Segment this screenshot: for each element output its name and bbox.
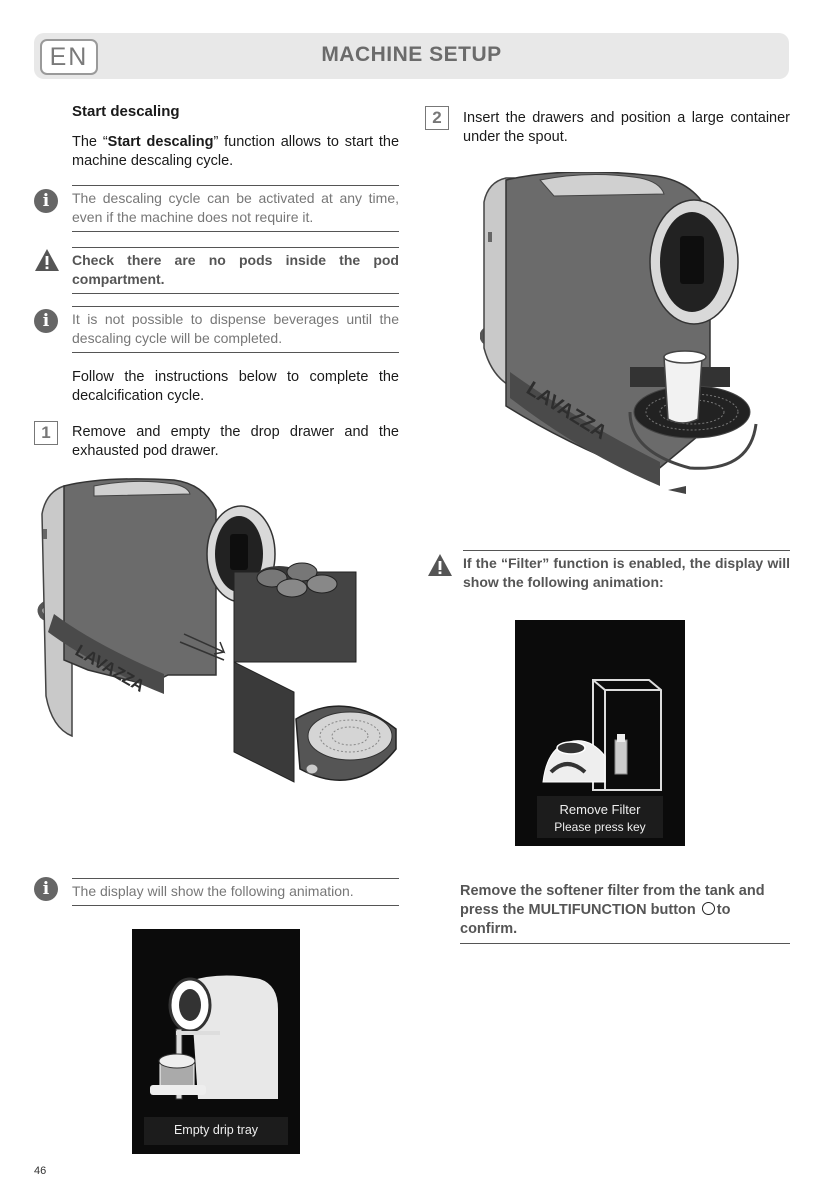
intro-bold: Start descaling <box>107 134 214 150</box>
confirm-suffix: to confirm. <box>460 902 731 937</box>
machine-drawers-illustration: LAVAZZA <box>37 478 397 783</box>
info-icon: i <box>34 309 58 333</box>
display-screen-remove-filter: Remove Filter Please press key <box>515 620 685 846</box>
warning-icon <box>428 554 452 576</box>
intro-post: ” function allows to start the machine d… <box>72 134 400 169</box>
multifunction-button-icon <box>701 902 715 915</box>
info-icon: i <box>34 189 58 213</box>
page-number: 46 <box>34 1165 47 1177</box>
info-note-1: The descaling cycle can be activated at … <box>72 185 399 232</box>
water-tank-filter-icon <box>542 679 662 791</box>
info-note-2: It is not possible to dispense beverages… <box>72 306 399 353</box>
step-1-text: Remove and empty the drop drawer and the… <box>72 424 399 459</box>
machine-outline-icon <box>150 975 278 1100</box>
screen-line-2: Please press key <box>554 820 646 834</box>
info-icon: i <box>34 877 58 901</box>
section-heading: Start descaling <box>72 103 180 120</box>
language-badge: EN <box>40 39 98 75</box>
screen-caption: Empty drip tray <box>173 1123 259 1137</box>
warning-note-1: Check there are no pods inside the pod c… <box>72 247 399 294</box>
confirm-instruction: Remove the softener filter from the tank… <box>460 882 790 944</box>
screen-caption-bar <box>537 796 663 838</box>
header-bar: EN MACHINE SETUP <box>34 33 789 79</box>
info-note-3: The display will show the following anim… <box>72 878 399 906</box>
warning-note-2: If the “Filter” function is enabled, the… <box>463 550 790 596</box>
warning-icon <box>35 249 59 271</box>
display-screen-empty-drip-tray: Empty drip tray <box>132 929 300 1154</box>
step-2-number: 2 <box>425 106 449 130</box>
intro-paragraph: The “Start descaling” function allows to… <box>72 133 399 171</box>
follow-paragraph: Follow the instructions below to complet… <box>72 369 399 404</box>
page-title: MACHINE SETUP <box>321 43 502 66</box>
step-2-text: Insert the drawers and position a large … <box>463 110 790 145</box>
machine-cup-illustration: LAVAZZA <box>480 172 758 494</box>
screen-caption-bar <box>144 1117 288 1145</box>
step-1-number: 1 <box>34 421 58 445</box>
confirm-text: Remove the softener filter from the tank… <box>460 883 765 918</box>
screen-line-1: Remove Filter <box>559 802 641 817</box>
intro-pre: The “ <box>72 134 108 150</box>
